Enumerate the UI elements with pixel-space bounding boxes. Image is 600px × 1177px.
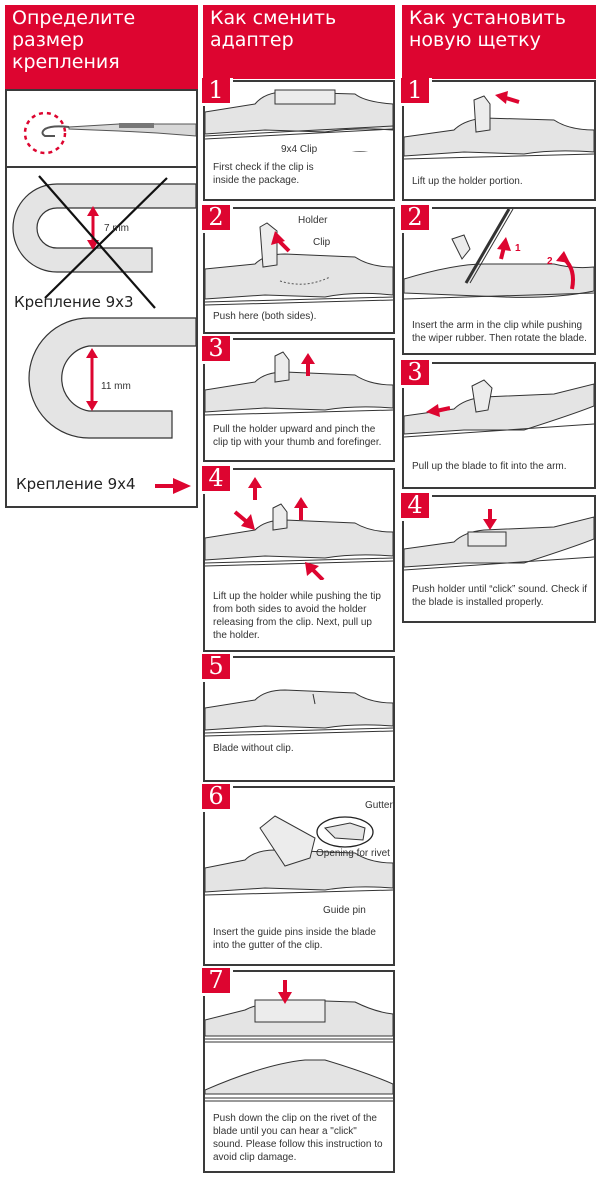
step-number-badge: 7 xyxy=(202,968,230,993)
step-caption: Lift up the holder while pushing the tip… xyxy=(213,591,381,641)
blade-illustration xyxy=(404,209,594,300)
callout-clip: Clip xyxy=(313,237,331,248)
step-card: Lift up the holder while pushing the tip… xyxy=(202,466,395,652)
hook-overview-panel xyxy=(5,89,198,168)
mount-label-9x4: Крепление 9x4 xyxy=(16,475,136,493)
step-number-badge: 2 xyxy=(401,205,429,230)
step-number-badge: 4 xyxy=(202,466,230,491)
header-line: новую щетку xyxy=(409,29,541,51)
header-line: крепления xyxy=(12,51,120,73)
callout-gutter: Gutter xyxy=(365,800,393,811)
header-line: адаптер xyxy=(210,29,294,51)
hook-shape xyxy=(41,125,70,137)
wiper-arm xyxy=(464,209,511,284)
arrow-icon xyxy=(311,568,325,580)
arm-sleeve xyxy=(119,123,154,128)
step-number-badge: 1 xyxy=(401,78,429,103)
hook-size-diagrams xyxy=(12,175,196,494)
step-number-badge: 6 xyxy=(202,784,230,809)
column-header: Как сменить адаптер xyxy=(203,5,395,79)
step-number-badge: 5 xyxy=(202,654,230,679)
step-card: Pull up the blade to fit into the arm. 3 xyxy=(401,360,596,489)
blade-illustration xyxy=(205,89,393,152)
arrow-left-icon xyxy=(505,96,520,104)
blade-illustration xyxy=(404,509,594,571)
step-card: Push holder until “click” sound. Check i… xyxy=(401,493,596,623)
step-caption: Pull the holder upward and pinch the cli… xyxy=(213,424,382,448)
step-number-badge: 2 xyxy=(202,205,230,230)
cross-line-icon xyxy=(38,175,156,309)
header-line: Как сменить xyxy=(210,7,337,29)
wiper-arm-hook-illustration xyxy=(23,111,196,155)
arrow-icon xyxy=(233,510,249,524)
hook-sizes-panel: 7 mm Крепление 9x3 11 mm Крепление 9x4 xyxy=(5,166,198,508)
callout-9x4-clip: 9x4 Clip xyxy=(281,144,318,155)
blade-illustration xyxy=(404,379,594,438)
column-header: Определите размер крепления xyxy=(5,5,198,93)
step-number-badge: 3 xyxy=(401,360,429,385)
header-line: размер xyxy=(12,29,84,51)
step-caption: Push here (both sides). xyxy=(213,311,317,322)
step-card: Lift up the holder portion. 1 xyxy=(401,78,596,201)
measure-label-9x3: 7 mm xyxy=(104,223,129,234)
blade-illustration xyxy=(404,91,594,160)
callout-step-2: 2 xyxy=(547,256,553,267)
blade-illustration xyxy=(205,815,393,896)
step-caption: Blade without clip. xyxy=(213,743,294,754)
step-number-badge: 3 xyxy=(202,336,230,361)
step-caption: Insert the guide pins inside the blade i… xyxy=(213,927,376,951)
callout-guide-pin: Guide pin xyxy=(323,905,366,916)
header-line: Определите xyxy=(12,7,136,29)
blade-illustration xyxy=(205,689,393,737)
step-caption: First check if the clip is inside the pa… xyxy=(213,162,314,186)
step-card: Pull the holder upward and pinch the cli… xyxy=(202,336,395,462)
cross-line-icon xyxy=(44,177,168,299)
step-card: Holder Clip Push here (both sides). 2 xyxy=(202,205,395,334)
mount-label-9x3: Крепление 9x3 xyxy=(14,293,134,311)
step-caption: Lift up the holder portion. xyxy=(412,176,523,187)
step-number-badge: 4 xyxy=(401,493,429,518)
step-card: Gutter Opening for rivet Guide pin Inser… xyxy=(202,784,395,966)
step-caption: Insert the arm in the clip while pushing… xyxy=(412,320,587,344)
blade-illustration xyxy=(205,351,393,416)
blade-illustration xyxy=(205,980,393,1102)
step-card: 9x4 Clip First check if the clip is insi… xyxy=(202,78,395,201)
hook-9x4-shape xyxy=(28,317,196,439)
dashed-highlight-circle xyxy=(23,111,67,155)
callout-opening-for-rivet: Opening for rivet xyxy=(316,848,390,859)
step-card: Blade without clip. 5 xyxy=(202,654,395,782)
step-card: Push down the clip on the rivet of the b… xyxy=(202,968,395,1173)
callout-holder: Holder xyxy=(298,215,328,226)
step-caption: Push down the clip on the rivet of the b… xyxy=(213,1113,383,1163)
measure-label-9x4: 11 mm xyxy=(101,381,131,392)
step-caption: Push holder until “click” sound. Check i… xyxy=(412,584,588,608)
blade-illustration xyxy=(205,222,393,306)
callout-step-1: 1 xyxy=(515,243,521,254)
header-line: Как установить xyxy=(409,7,566,29)
step-card: 1 2 Insert the arm in the clip while pus… xyxy=(401,205,596,355)
hook-9x3-shape xyxy=(12,183,196,273)
step-caption: Pull up the blade to fit into the arm. xyxy=(412,461,567,472)
step-number-badge: 1 xyxy=(202,78,230,103)
column-header: Как установить новую щетку xyxy=(402,5,596,79)
blade-illustration xyxy=(205,477,393,580)
